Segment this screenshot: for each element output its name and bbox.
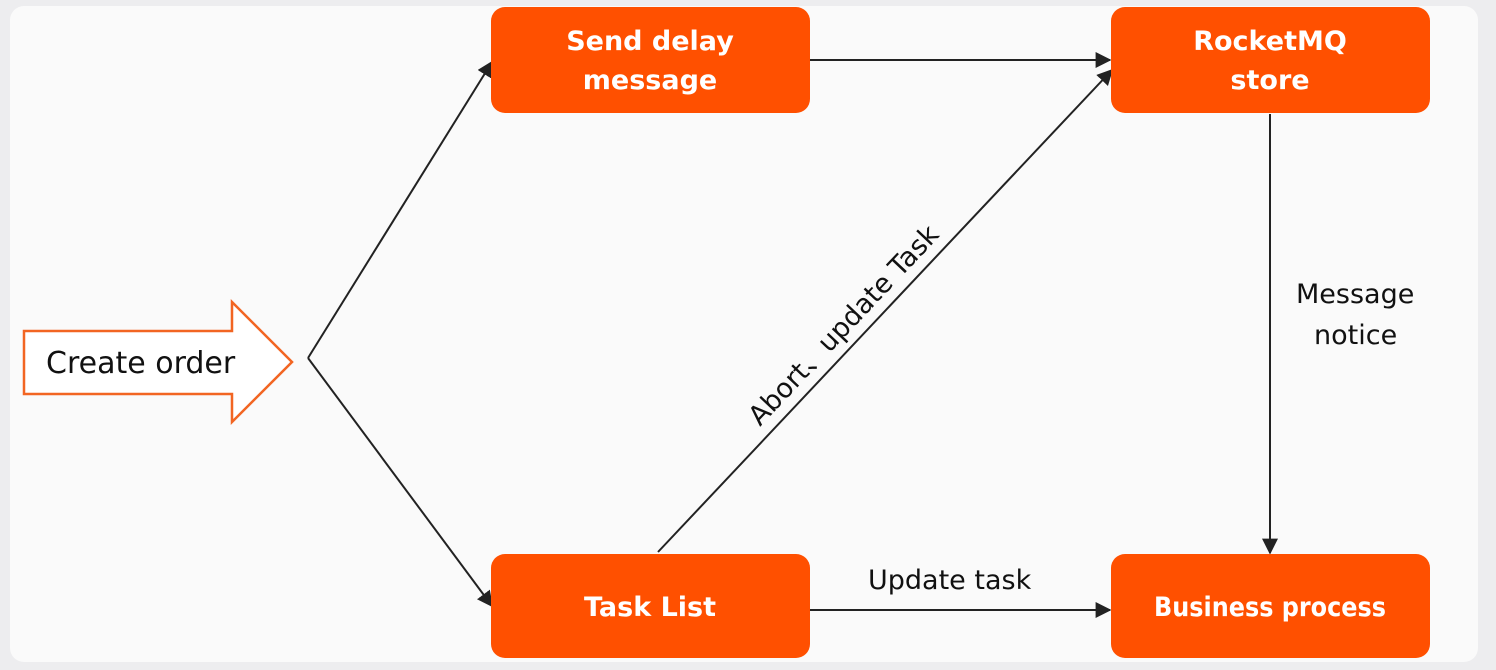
- rocketmq-label-line2: store: [1230, 65, 1309, 96]
- business-process-label: Business process: [1154, 592, 1386, 623]
- message-notice-label-line2: notice: [1314, 320, 1397, 351]
- send-delay-label-line2: message: [583, 65, 717, 96]
- node-rocketmq-store: RocketMQ store: [1111, 7, 1430, 113]
- create-order-label: Create order: [46, 346, 236, 381]
- edge-task-list-to-business: Update task: [810, 565, 1112, 618]
- edge-rocketmq-to-business: Message notice: [1262, 114, 1414, 555]
- edge-task-list-to-rocketmq: Abort、update Task: [657, 68, 1114, 553]
- rocketmq-label-line1: RocketMQ: [1193, 26, 1347, 57]
- node-send-delay-message: Send delay message: [491, 7, 810, 113]
- create-order-arrow: Create order: [22, 298, 294, 426]
- update-task-label: Update task: [868, 565, 1032, 596]
- send-delay-label-line1: Send delay: [566, 26, 734, 57]
- edge-fork-to-task-list: [307, 357, 493, 608]
- message-notice-label-line1: Message: [1296, 279, 1414, 310]
- create-order-arrow-shape: [22, 298, 294, 426]
- node-business-process: Business process: [1111, 554, 1430, 658]
- task-list-label: Task List: [584, 592, 716, 623]
- node-task-list: Task List: [491, 554, 810, 658]
- edge-fork-to-send-delay: [307, 60, 493, 359]
- abort-update-task-label: Abort、update Task: [743, 219, 946, 432]
